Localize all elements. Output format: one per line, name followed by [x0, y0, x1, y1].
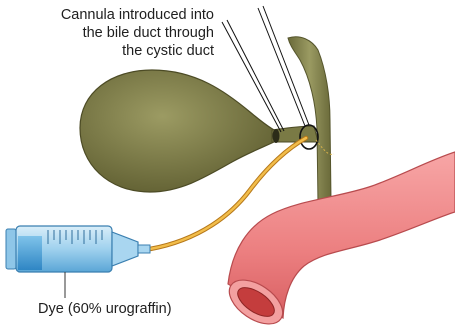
syringe [6, 226, 150, 272]
cannula-wire-4 [263, 6, 309, 125]
cannula-label-line3: the cystic duct [10, 42, 214, 60]
syringe-fluid [18, 236, 42, 270]
cystic-ligature [273, 129, 280, 143]
syringe-tip [112, 232, 138, 266]
cannula-label-line1: Cannula introduced into [10, 6, 214, 24]
gallbladder [80, 70, 276, 192]
common-bile-duct [288, 37, 331, 203]
syringe-plunger [6, 229, 16, 269]
cannula-wire-3 [258, 8, 305, 126]
syringe-nozzle [138, 245, 150, 253]
cannula-label: Cannula introduced into the bile duct th… [10, 6, 214, 60]
dye-label: Dye (60% urograffin) [38, 300, 172, 318]
cannula-label-line2: the bile duct through [10, 24, 214, 42]
